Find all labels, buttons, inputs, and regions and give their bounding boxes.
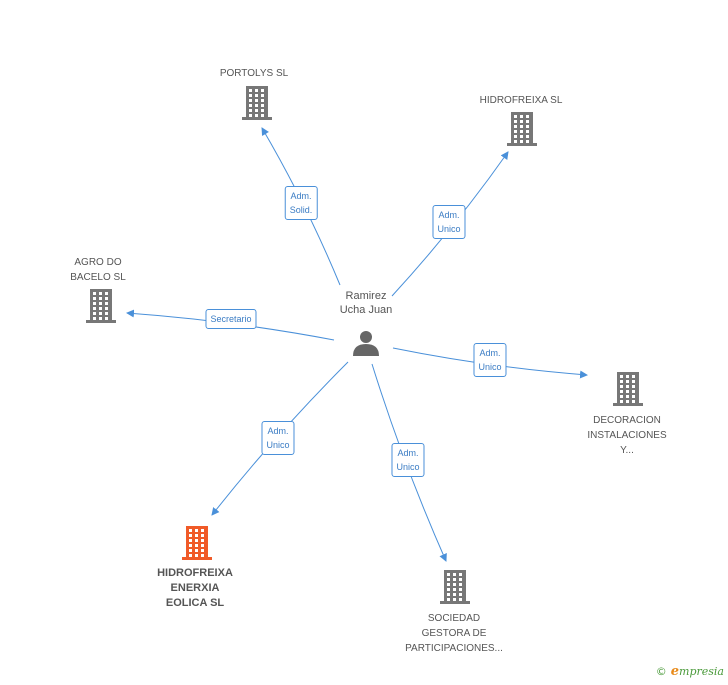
building-icon-hidrofreixa[interactable] [507, 112, 537, 146]
role-badge-agro: Secretario [205, 309, 257, 329]
company-label-hidrofreixa[interactable]: HIDROFREIXA SL [479, 95, 563, 106]
company-label-portolys[interactable]: PORTOLYS SL [219, 68, 289, 79]
building-icon-enerxia[interactable] [182, 526, 212, 560]
role-badge-enerxia: Adm.Unico [261, 421, 295, 455]
role-badge-hidrofreixa: Adm.Unico [432, 205, 466, 239]
building-icon-decoracion[interactable] [613, 372, 643, 406]
person-icon[interactable] [353, 331, 379, 356]
building-icon-portolys[interactable] [242, 86, 272, 120]
building-icon-sociedad[interactable] [440, 570, 470, 604]
building-icon-agro[interactable] [86, 289, 116, 323]
empresia-logo[interactable]: ©empresia [655, 664, 724, 679]
copyright-icon: © [655, 665, 667, 678]
role-badge-sociedad: Adm.Unico [391, 443, 425, 477]
role-badge-portolys: Adm.Solid. [284, 186, 318, 220]
role-badge-decoracion: Adm.Unico [473, 343, 507, 377]
